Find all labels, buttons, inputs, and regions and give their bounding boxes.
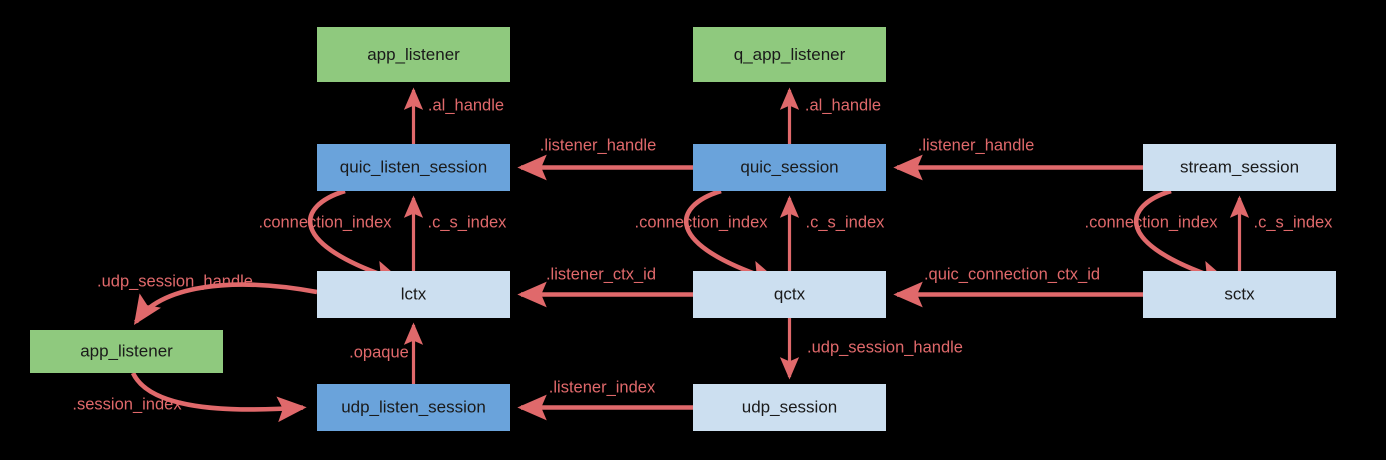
node-quic-listen-session[interactable]: quic_listen_session [317, 144, 510, 191]
edge-label: .connection_index [634, 213, 768, 231]
edge-listener-ctx-id: .listener_ctx_id [517, 265, 693, 308]
node-box[interactable] [317, 144, 510, 191]
edge-udp-session-handle-left: .udp_session_handle [97, 272, 318, 326]
node-app-listener-top[interactable]: app_listener [317, 27, 510, 82]
edge-label: .c_s_index [806, 213, 886, 231]
edge-label: .c_s_index [428, 213, 508, 231]
edge-c-s-index-right: .c_s_index [1229, 195, 1334, 271]
edge-listener-index: .listener_index [517, 378, 693, 421]
edge-connection-index-mid: .connection_index [634, 188, 780, 286]
edge-session-index: .session_index [72, 371, 307, 423]
edge-label: .connection_index [258, 213, 392, 231]
edge-line [130, 371, 307, 423]
edge-udp-session-handle-mid: .udp_session_handle [779, 318, 963, 380]
node-box[interactable] [1143, 271, 1336, 318]
node-box[interactable] [693, 144, 886, 191]
edge-quic-connection-ctx-id: .quic_connection_ctx_id [893, 265, 1143, 308]
node-udp-session[interactable]: udp_session [693, 384, 886, 431]
edge-line [1134, 188, 1230, 286]
edge-line [684, 188, 780, 286]
edge-al-handle-right: .al_handle [779, 87, 881, 144]
edge-listener-handle-mid: .listener_handle [517, 136, 693, 181]
node-q-app-listener[interactable]: q_app_listener [693, 27, 886, 82]
edge-label: .listener_ctx_id [546, 265, 656, 283]
edge-listener-handle-right: .listener_handle [893, 136, 1143, 181]
edge-label: .listener_handle [540, 136, 657, 154]
node-sctx[interactable]: sctx [1143, 271, 1336, 318]
edge-connection-index-right: .connection_index [1084, 188, 1230, 286]
edge-layer: .al_handle .al_handle .listener_handle .… [72, 87, 1334, 423]
node-quic-session[interactable]: quic_session [693, 144, 886, 191]
node-stream-session[interactable]: stream_session [1143, 144, 1336, 191]
node-lctx[interactable]: lctx [317, 271, 510, 318]
node-box[interactable] [693, 384, 886, 431]
node-qctx[interactable]: qctx [693, 271, 886, 318]
node-udp-listen-session[interactable]: udp_listen_session [317, 384, 510, 431]
node-box[interactable] [317, 271, 510, 318]
edge-line [133, 282, 318, 326]
edge-label: .al_handle [805, 96, 881, 114]
node-box[interactable] [693, 271, 886, 318]
edge-c-s-index-left: .c_s_index [403, 195, 508, 271]
node-box[interactable] [693, 27, 886, 82]
edge-label: .c_s_index [1254, 213, 1334, 231]
node-box[interactable] [317, 27, 510, 82]
edge-al-handle-left: .al_handle [403, 87, 504, 144]
edge-label: .listener_index [549, 378, 656, 396]
edge-opaque: .opaque [349, 322, 424, 384]
edge-label: .udp_session_handle [97, 272, 253, 290]
node-box[interactable] [317, 384, 510, 431]
node-box[interactable] [30, 330, 223, 373]
node-box[interactable] [1143, 144, 1336, 191]
edge-connection-index-left: .connection_index [258, 188, 404, 286]
node-app-listener-bottom[interactable]: app_listener [30, 330, 223, 373]
edge-label: .listener_handle [918, 136, 1035, 154]
edge-label: .quic_connection_ctx_id [924, 265, 1100, 283]
edge-label: .al_handle [428, 96, 504, 114]
edge-c-s-index-mid: .c_s_index [779, 195, 886, 271]
edge-label: .udp_session_handle [807, 338, 963, 356]
edge-line [308, 188, 404, 286]
edge-label: .connection_index [1084, 213, 1218, 231]
edge-label: .opaque [349, 343, 409, 361]
